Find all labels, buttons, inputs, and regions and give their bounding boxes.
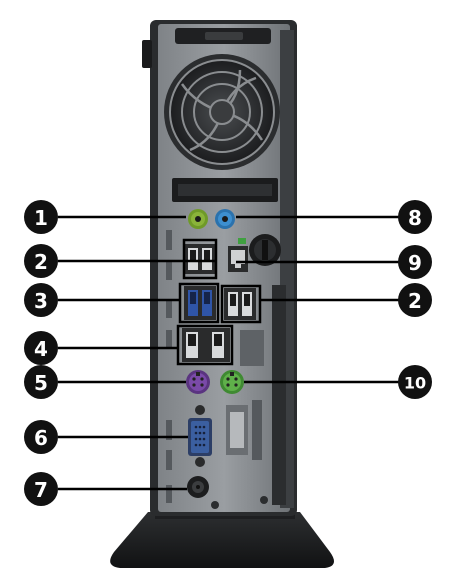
audio-line-in-jack: [188, 209, 208, 229]
callout-7: 7: [24, 472, 58, 506]
callout-5: 5: [24, 365, 58, 399]
callout-3: 3: [24, 283, 58, 317]
usb-2-upper-ports: [184, 244, 216, 274]
callout-label: 8: [408, 206, 422, 230]
usb-2-right-ports: [224, 288, 256, 320]
cooling-fan: [164, 54, 280, 170]
leader-line-3: [58, 282, 220, 324]
leader-line-2a: [58, 238, 218, 280]
callout-4: 4: [24, 331, 58, 365]
callout-8: 8: [398, 200, 432, 234]
callout-label: 3: [34, 289, 48, 313]
component-block: [240, 330, 264, 366]
top-latch: [175, 28, 271, 44]
vent-slots: [166, 230, 172, 503]
callout-label: 9: [408, 251, 422, 275]
power-connector: [187, 476, 209, 498]
callout-label: 6: [34, 426, 48, 450]
callout-label: 10: [404, 374, 426, 393]
callout-1: 1: [24, 200, 58, 234]
callout-label: 5: [34, 371, 48, 395]
callout-9: 9: [398, 245, 432, 279]
security-lock-knob: [249, 234, 281, 266]
callout-2b: 2: [398, 283, 432, 317]
callout-10: 10: [398, 365, 432, 399]
expansion-slot: [172, 178, 278, 202]
usb-3-ports: [184, 286, 216, 320]
usb-2-lower-ports: [182, 328, 230, 362]
leader-lines: [58, 215, 400, 491]
audio-line-out-jack: [215, 209, 235, 229]
callout-label: 1: [34, 206, 48, 230]
vga-port: [188, 405, 212, 467]
callout-2a: 2: [24, 244, 58, 278]
ps2-keyboard-port: [186, 370, 210, 394]
option-port-area: [226, 400, 262, 460]
callout-label: 2: [408, 289, 422, 313]
rj45-network-port: [228, 238, 248, 272]
leader-line-4: [58, 324, 234, 366]
callout-6: 6: [24, 420, 58, 454]
callout-label: 4: [34, 337, 48, 361]
callout-label: 7: [34, 478, 48, 502]
ps2-mouse-port: [220, 370, 244, 394]
screws: [211, 496, 268, 509]
callout-label: 2: [34, 250, 48, 274]
leader-line-2b: [220, 284, 400, 324]
